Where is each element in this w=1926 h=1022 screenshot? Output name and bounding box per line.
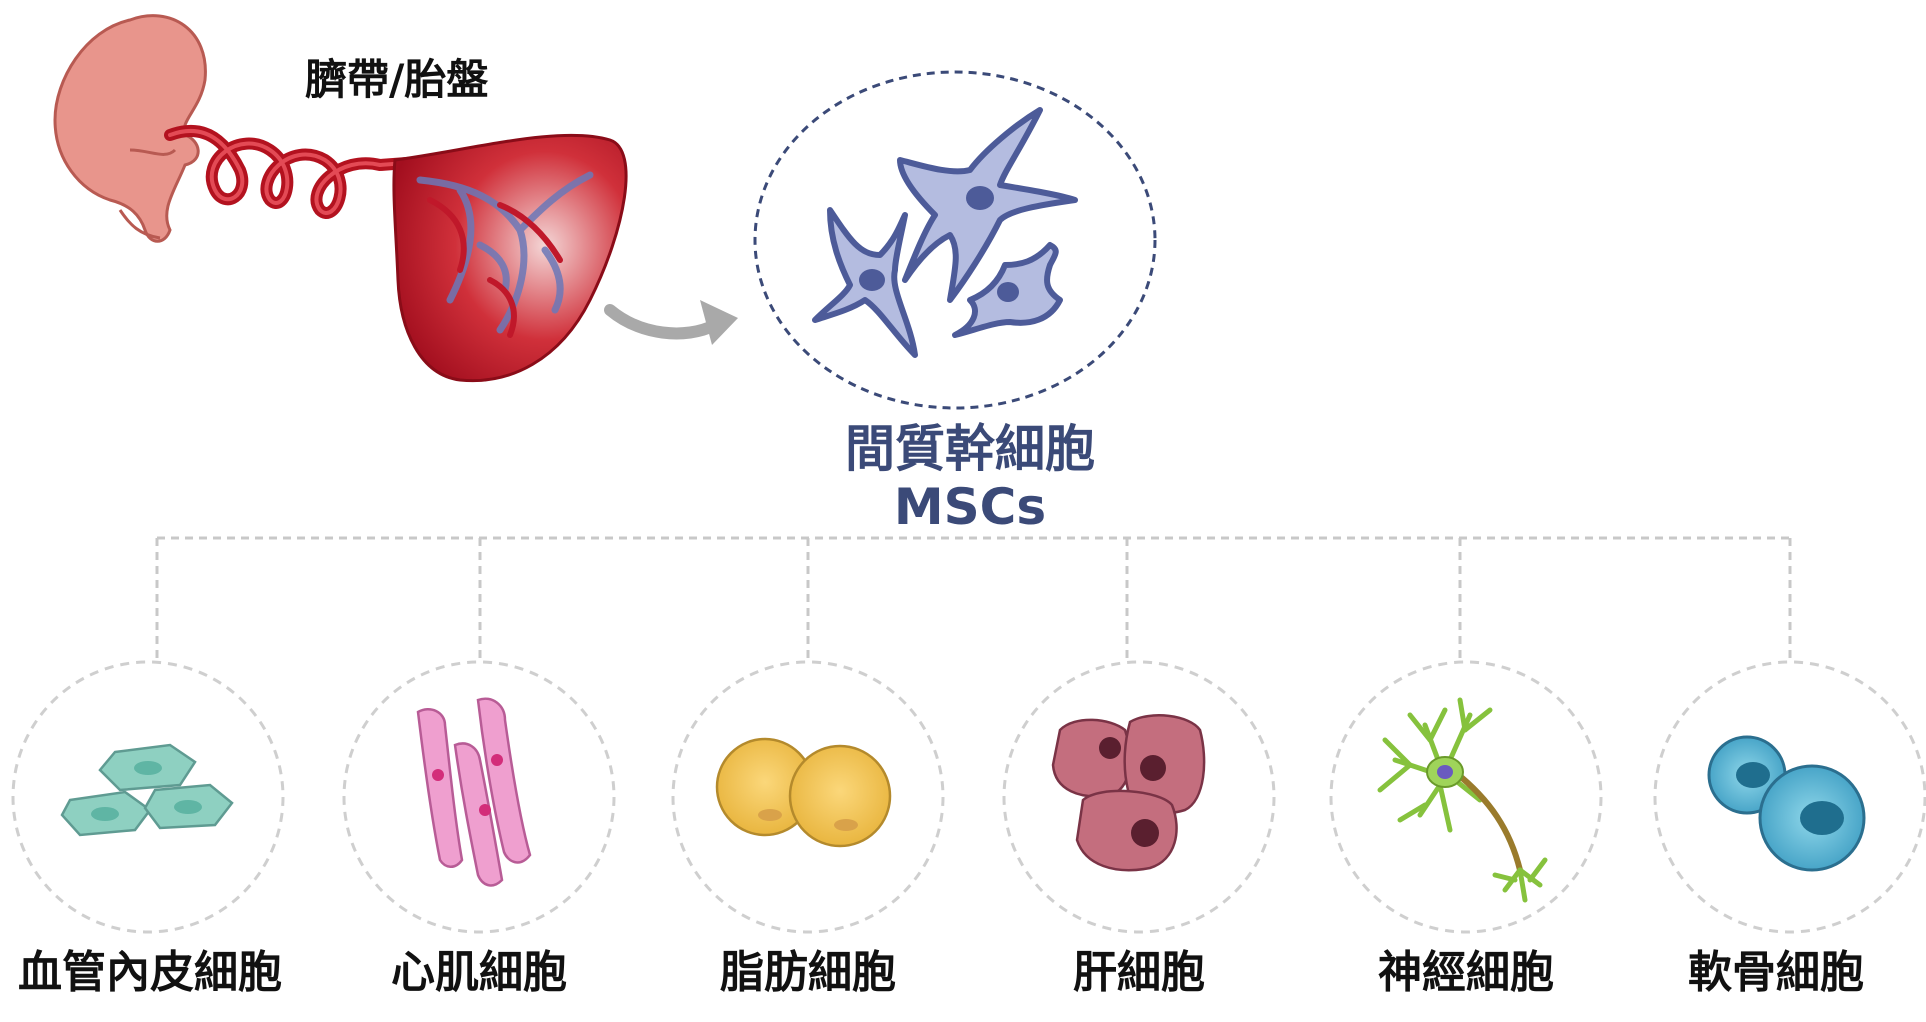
cell-circles [11,660,1926,934]
cell-label-adipocyte: 脂肪細胞 [720,947,896,998]
cell-label-cardiac: 心肌細胞 [391,947,567,998]
msc-subtitle: MSCs [893,478,1047,536]
hepatocyte-icon [1051,714,1206,872]
neuron-nucleus [1437,765,1453,779]
cell-label-neuron: 神經細胞 [1378,947,1554,998]
placenta-illustration [392,133,628,383]
adipocyte-icon [715,737,892,848]
msc-circle [753,70,1157,410]
arrow-icon [604,300,738,345]
msc-cells-icon [812,107,1078,358]
cardiac-cell-icon [416,697,532,887]
cell-label-endothelial: 血管內皮細胞 [18,947,282,998]
msc-label: 間質幹細胞 MSCs [820,420,1120,536]
chondrocyte-icon [1707,735,1866,872]
cell-label-hepatocyte: 肝細胞 [1073,947,1205,998]
neuron-icon [1377,697,1548,903]
source-label: 臍帶/胎盤 [305,55,489,104]
cell-label-chondrocyte: 軟骨細胞 [1688,947,1864,998]
umbilical-cord [164,124,426,219]
fetus-illustration [53,14,207,243]
msc-title: 間質幹細胞 [845,420,1095,478]
connector-lines [155,536,1792,662]
endothelial-cell-icon [60,743,234,837]
